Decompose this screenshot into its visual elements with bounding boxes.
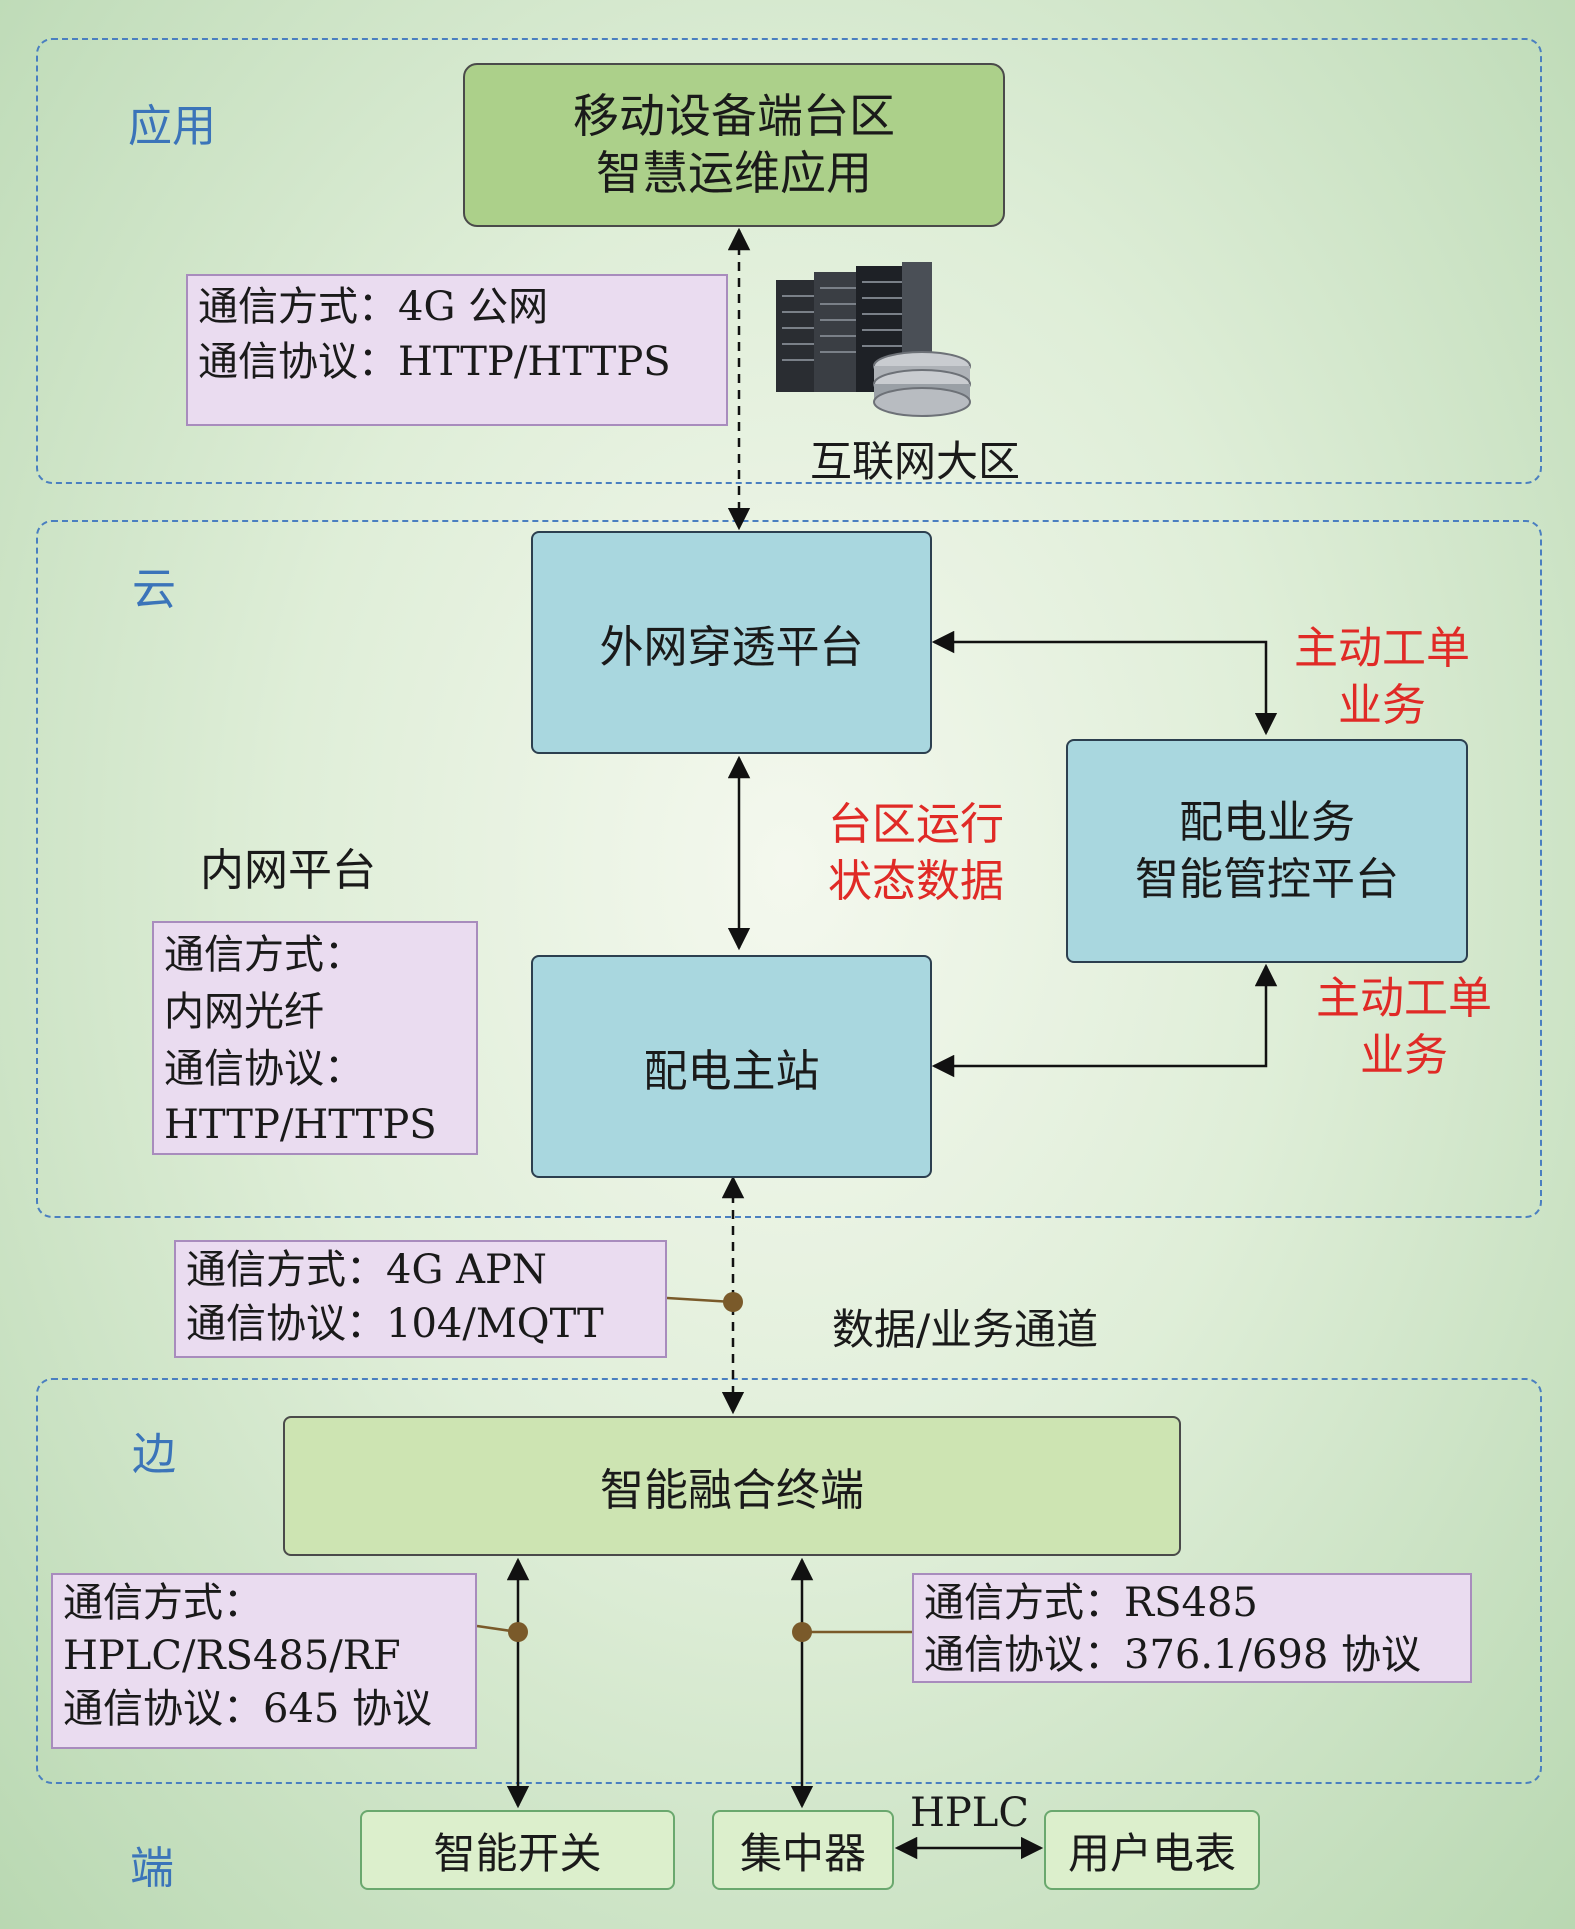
distribution-master-box: 配电主站 <box>531 955 932 1178</box>
hplc-link-label: HPLC <box>910 1790 1029 1836</box>
app-layer-label: 应用 <box>128 101 216 152</box>
work-order-top-link <box>931 630 1278 736</box>
right-comm-protocol: 通信协议：376.1/698 协议 <box>924 1632 1422 1678</box>
distribution-master-label: 配电主站 <box>643 1045 820 1097</box>
server-rack-icon <box>776 262 971 417</box>
smart-control-platform-line1: 配电业务 <box>1179 796 1355 848</box>
intranet-comm-protocol-value: HTTP/HTTPS <box>164 1102 437 1149</box>
work-order-bottom-link <box>931 963 1278 1078</box>
intranet-comm-method-value: 内网光纤 <box>164 988 324 1035</box>
mobile-ops-app-line2: 智慧运维应用 <box>596 146 872 200</box>
edge-layer-label: 边 <box>132 1429 176 1480</box>
app-comm-protocol: 通信协议：HTTP/HTTPS <box>198 339 671 386</box>
channel-callout-leader <box>666 1296 734 1304</box>
right-comm-method: 通信方式：RS485 <box>924 1580 1258 1626</box>
smart-control-platform-box: 配电业务 智能管控平台 <box>1066 739 1468 963</box>
channel-comm-method: 通信方式：4G APN <box>186 1247 547 1293</box>
user-meter-label: 用户电表 <box>1067 1828 1236 1878</box>
smart-switch-label: 智能开关 <box>433 1828 602 1878</box>
intranet-comm-method-label: 通信方式： <box>164 932 364 978</box>
work-order-bottom-line2: 业务 <box>1360 1030 1448 1082</box>
channel-comm-callout: 通信方式：4G APN 通信协议：104/MQTT <box>174 1240 667 1358</box>
left-comm-callout: 通信方式： HPLC/RS485/RF 通信协议：645 协议 <box>51 1573 477 1749</box>
smart-control-platform-line2: 智能管控平台 <box>1135 854 1399 905</box>
concentrator-box: 集中器 <box>712 1810 894 1890</box>
left-comm-method-value: HPLC/RS485/RF <box>63 1632 401 1679</box>
work-order-top-line1: 主动工单 <box>1294 623 1470 674</box>
smart-switch-box: 智能开关 <box>360 1810 675 1890</box>
external-penetration-platform-box: 外网穿透平台 <box>531 531 932 754</box>
intranet-comm-protocol-label: 通信协议： <box>164 1045 364 1092</box>
channel-comm-protocol: 通信协议：104/MQTT <box>186 1300 604 1347</box>
work-order-bottom-line1: 主动工单 <box>1316 973 1492 1024</box>
left-comm-method-label: 通信方式： <box>63 1580 263 1626</box>
station-status-data-label: 台区运行 状态数据 <box>816 796 1016 910</box>
mobile-ops-app-box: 移动设备端台区 智慧运维应用 <box>463 63 1005 227</box>
external-penetration-platform-label: 外网穿透平台 <box>599 621 864 673</box>
work-order-top-label: 主动工单 业务 <box>1282 620 1482 734</box>
cloud-layer-label: 云 <box>132 564 176 615</box>
end-layer-label: 端 <box>130 1843 174 1894</box>
smart-fusion-terminal-label: 智能融合终端 <box>600 1465 864 1516</box>
channel-callout-dot <box>723 1292 743 1312</box>
right-comm-callout: 通信方式：RS485 通信协议：376.1/698 协议 <box>912 1573 1472 1683</box>
user-meter-box: 用户电表 <box>1044 1810 1260 1890</box>
app-comm-callout: 通信方式：4G 公网 通信协议：HTTP/HTTPS <box>186 274 728 426</box>
left-comm-protocol: 通信协议：645 协议 <box>63 1685 433 1732</box>
intranet-comm-callout: 通信方式： 内网光纤 通信协议： HTTP/HTTPS <box>152 921 478 1155</box>
edge-layer-frame <box>36 1378 1542 1784</box>
app-layer-frame <box>36 38 1542 484</box>
smart-fusion-terminal-box: 智能融合终端 <box>283 1416 1181 1556</box>
intranet-platform-label: 内网平台 <box>200 845 376 896</box>
right-callout-dot <box>792 1622 812 1642</box>
work-order-top-line2: 业务 <box>1338 680 1426 732</box>
left-callout-dot <box>508 1622 528 1642</box>
concentrator-label: 集中器 <box>739 1828 866 1878</box>
data-service-channel-label: 数据/业务通道 <box>832 1305 1099 1354</box>
cloud-layer-frame <box>36 520 1542 1218</box>
station-status-line2: 状态数据 <box>828 856 1004 908</box>
mobile-ops-app-line1: 移动设备端台区 <box>573 88 895 143</box>
app-comm-method: 通信方式：4G 公网 <box>198 284 549 330</box>
internet-zone-label: 互联网大区 <box>810 437 1021 486</box>
work-order-bottom-label: 主动工单 业务 <box>1304 970 1504 1084</box>
station-status-line1: 台区运行 <box>828 799 1004 850</box>
